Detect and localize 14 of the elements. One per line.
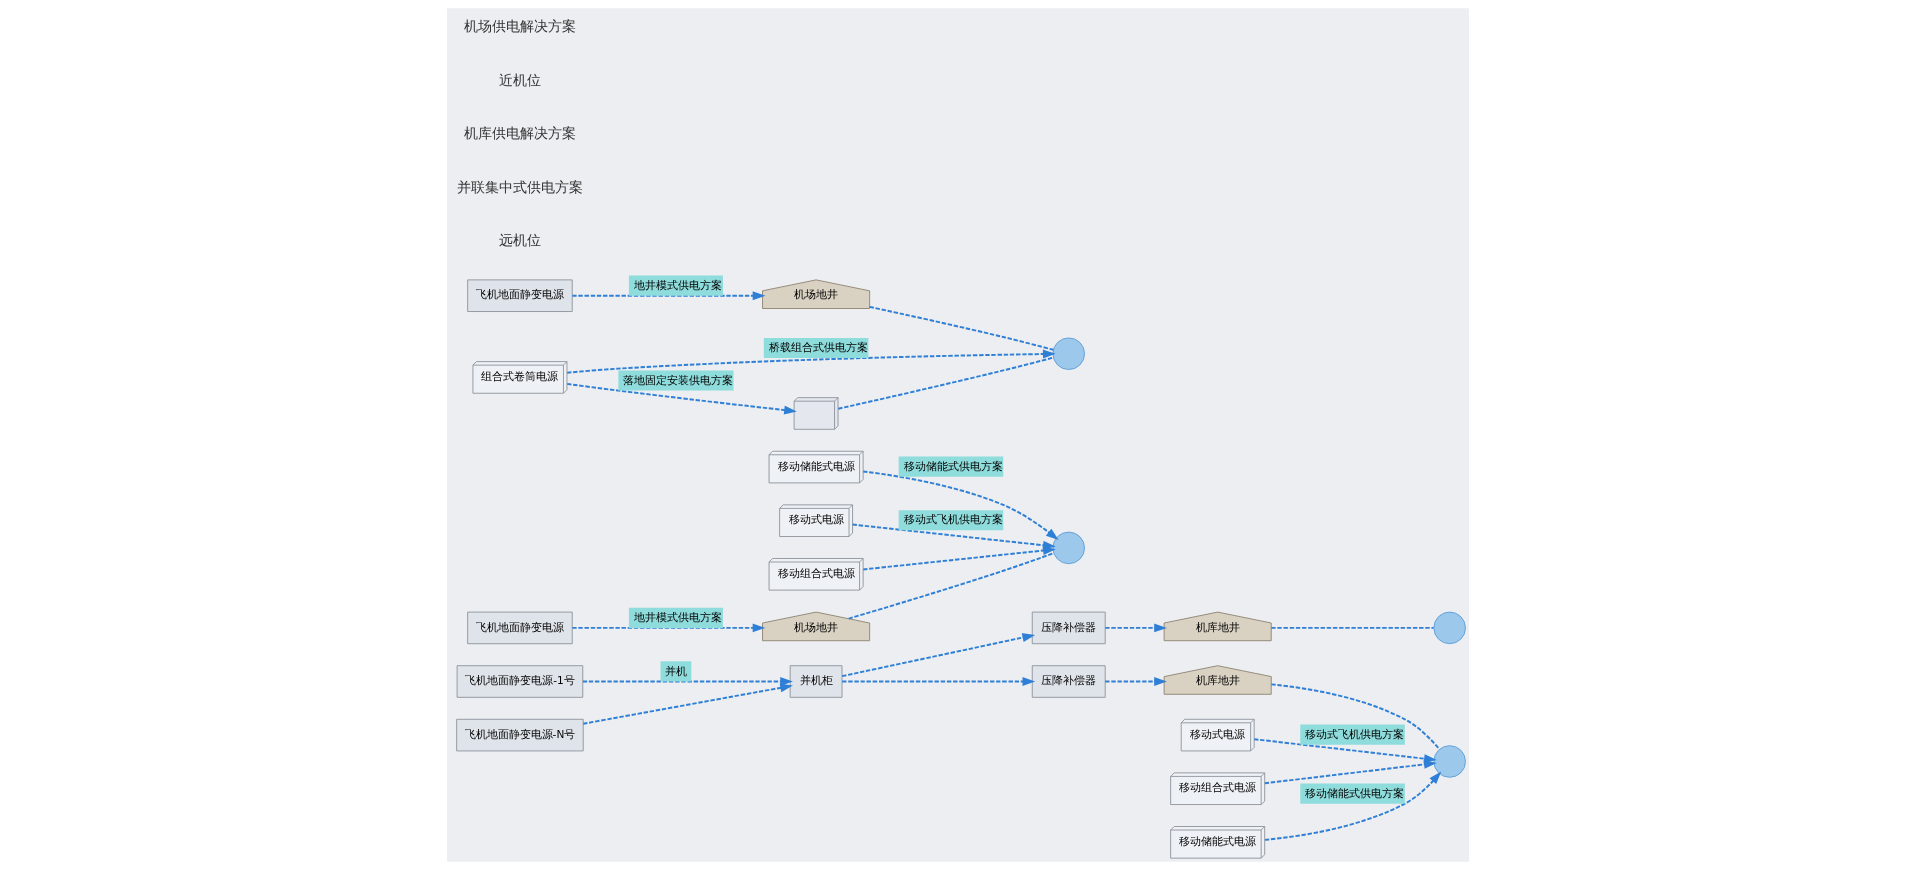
edge-label: 并机	[664, 664, 687, 677]
edge-label: 移动式飞机供电方案	[1304, 727, 1404, 740]
edge-label: 移动式飞机供电方案	[903, 513, 1003, 526]
label: 远机位	[498, 232, 541, 249]
edge-label: 地井模式供电方案	[633, 278, 722, 291]
label: 机场供电解决方案	[463, 18, 576, 35]
edge-label: 移动储能式供电方案	[903, 459, 1003, 472]
label: 近机位	[498, 71, 541, 88]
edge-label: 地井模式供电方案	[633, 610, 722, 623]
label: 机库供电解决方案	[463, 125, 576, 142]
label: 并联集中式供电方案	[456, 178, 583, 195]
edge-label: 落地固定安装供电方案	[622, 373, 733, 386]
edge-label: 桥载组合式供电方案	[768, 341, 868, 354]
edge-label: 移动储能式供电方案	[1304, 786, 1404, 799]
